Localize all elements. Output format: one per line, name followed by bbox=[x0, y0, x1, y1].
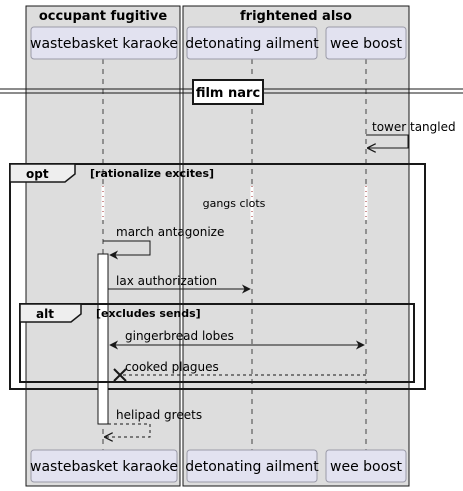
divider-label: film narc bbox=[196, 86, 260, 101]
message-label: gingerbread lobes bbox=[125, 329, 234, 343]
message-gingerbread-lobes: gingerbread lobes bbox=[109, 329, 365, 350]
message-helipad-greets: helipad greets bbox=[105, 408, 202, 437]
delay-gangs-clots: gangs clots bbox=[101, 186, 368, 220]
participant-label: detonating ailment bbox=[185, 36, 319, 52]
message-cooked-plagues: cooked plagues bbox=[113, 360, 366, 382]
participant-label: wastebasket karaoke bbox=[30, 36, 178, 52]
message-label: cooked plagues bbox=[125, 360, 219, 374]
delay-label: gangs clots bbox=[203, 197, 266, 210]
participant-wee-boost-top[interactable]: wee boost bbox=[325, 26, 407, 60]
activation-bar bbox=[97, 253, 109, 425]
participant-label: wee boost bbox=[330, 36, 402, 52]
frame-opt-guard: [rationalize excites] bbox=[90, 167, 214, 180]
frame-opt: opt [rationalize excites] bbox=[9, 163, 426, 390]
message-label: march antagonize bbox=[116, 225, 224, 239]
frame-alt-guard: [excludes sends] bbox=[96, 307, 201, 320]
message-label: helipad greets bbox=[116, 408, 202, 422]
frame-alt-keyword: alt bbox=[36, 307, 54, 321]
frame-opt-keyword: opt bbox=[26, 167, 49, 181]
frame-alt: alt [excludes sends] bbox=[19, 303, 415, 383]
participant-detonating-ailment-bottom[interactable]: detonating ailment bbox=[185, 449, 319, 483]
message-tower-tangled: tower tangled bbox=[366, 120, 456, 148]
participant-label: detonating ailment bbox=[185, 459, 319, 475]
divider-film-narc: film narc bbox=[0, 79, 463, 105]
participant-label: wastebasket karaoke bbox=[30, 459, 178, 475]
participant-wastebasket-karaoke-bottom[interactable]: wastebasket karaoke bbox=[30, 449, 178, 483]
message-march-antagonize: march antagonize bbox=[103, 225, 224, 260]
participant-wastebasket-karaoke-top[interactable]: wastebasket karaoke bbox=[30, 26, 178, 60]
box-frightened-also-title: frightened also bbox=[240, 9, 352, 24]
participant-detonating-ailment-top[interactable]: detonating ailment bbox=[185, 26, 319, 60]
participant-label: wee boost bbox=[330, 459, 402, 475]
message-lax-authorization: lax authorization bbox=[108, 274, 251, 294]
destroy-x-icon bbox=[113, 368, 127, 382]
message-label: tower tangled bbox=[372, 120, 456, 134]
participant-wee-boost-bottom[interactable]: wee boost bbox=[325, 449, 407, 483]
box-occupant-fugitive-title: occupant fugitive bbox=[39, 9, 167, 24]
box-frightened-also bbox=[182, 5, 410, 487]
message-label: lax authorization bbox=[116, 274, 217, 288]
